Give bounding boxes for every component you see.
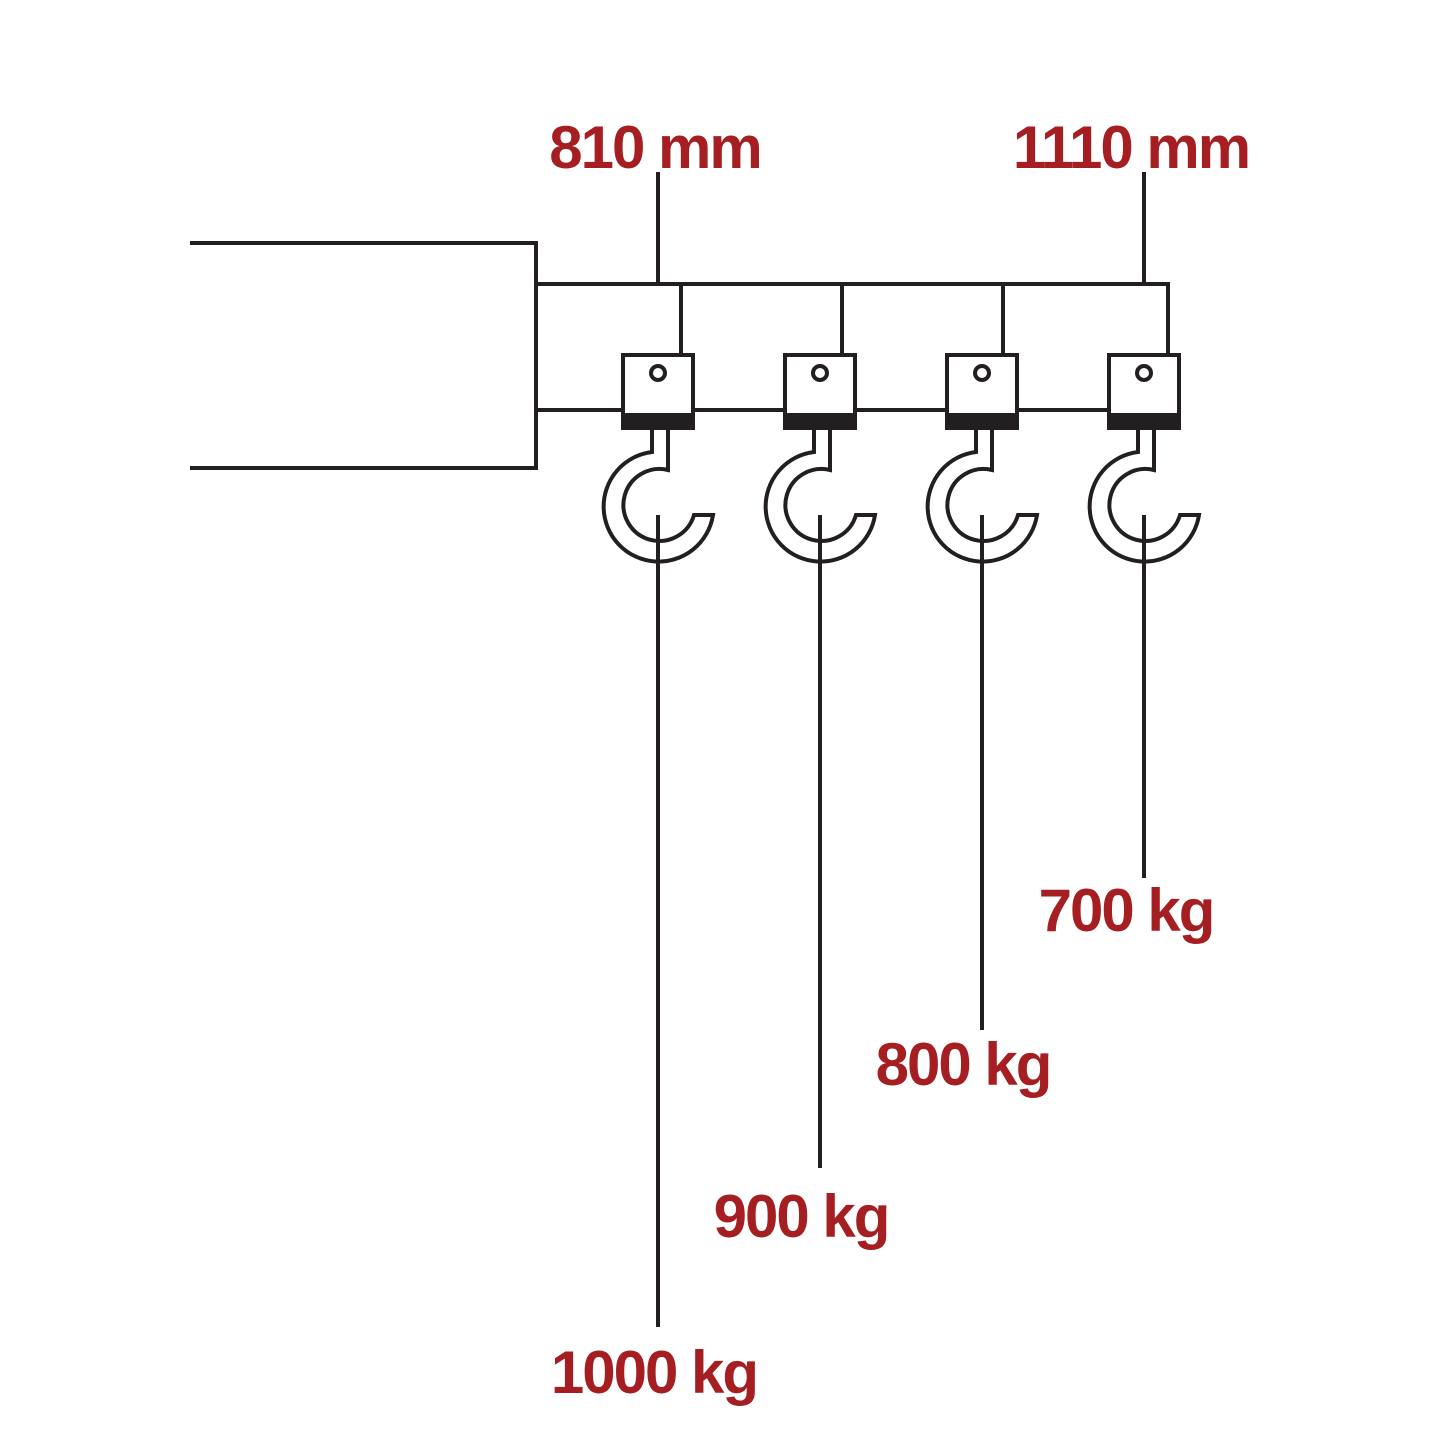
load-label-800: 800 kg (876, 1031, 1051, 1098)
load-label-700: 700 kg (1039, 877, 1214, 944)
hook-4 (1087, 353, 1202, 564)
pin-icon (649, 364, 667, 382)
load-label-900: 900 kg (714, 1183, 889, 1250)
hook-icon (925, 430, 1040, 564)
hook-icon (601, 430, 716, 564)
boom-extension (536, 282, 1170, 412)
pin-icon (811, 364, 829, 382)
pin-icon (973, 364, 991, 382)
hook-icon (763, 430, 878, 564)
dimension-label-1110: 1110 mm (1013, 114, 1249, 181)
pin-icon (1135, 364, 1153, 382)
hook-icon (1087, 430, 1202, 564)
hook-2 (763, 284, 878, 564)
block-base (621, 414, 695, 430)
load-label-1000: 1000 kg (551, 1339, 757, 1406)
hook-3 (925, 284, 1040, 564)
hook-1 (601, 284, 716, 564)
boom-main (190, 241, 538, 470)
block-base (783, 414, 857, 430)
block-base (945, 414, 1019, 430)
dimension-label-810: 810 mm (549, 114, 760, 181)
block-base (1107, 414, 1181, 430)
